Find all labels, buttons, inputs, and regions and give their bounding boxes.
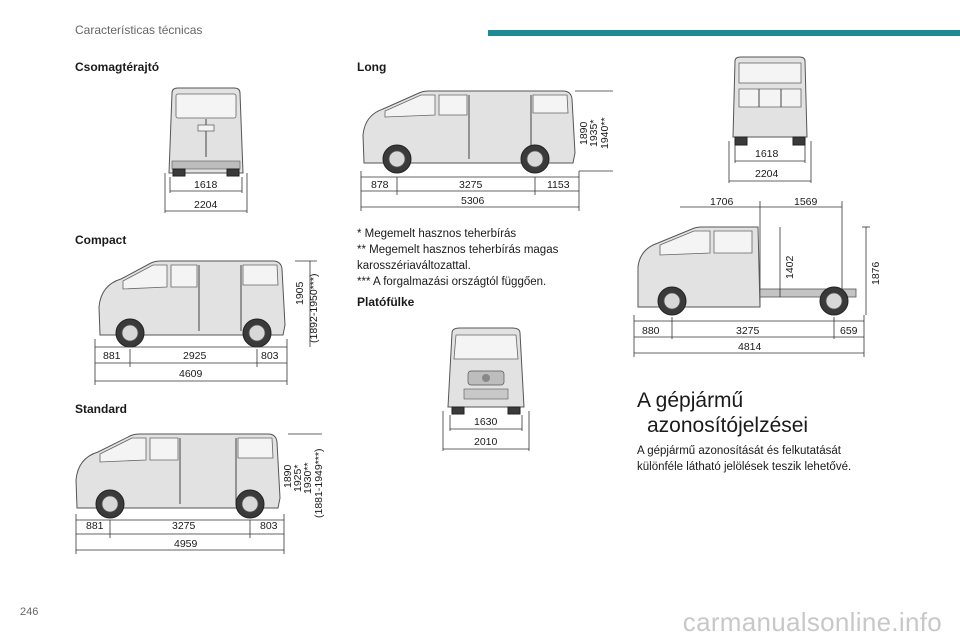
tailgate-diagram: 1618 2204 (164, 87, 248, 213)
chassis-length: 4814 (738, 341, 762, 353)
compact-title: Compact (75, 233, 127, 247)
standard-title: Standard (75, 402, 128, 416)
chassis-front-overhang: 880 (642, 325, 660, 337)
chassis-platform-height: 1402 (784, 255, 796, 279)
standard-front-overhang: 881 (86, 520, 104, 532)
compact-wheelbase: 2925 (183, 350, 207, 362)
identification-title-line1: A gépjármű (637, 389, 744, 412)
standard-rear-overhang: 803 (260, 520, 278, 532)
standard-van-diagram: 881 3275 803 4959 1890 1925* 1930** (188… (75, 433, 325, 554)
compact-front-overhang: 881 (103, 350, 121, 362)
platform-title: Platófülke (357, 295, 415, 309)
page-number: 246 (20, 606, 39, 618)
standard-length: 4959 (174, 538, 198, 550)
footnote-3: *** A forgalmazási országtól függően. (357, 276, 547, 288)
chassis-top-dim-2: 1569 (794, 196, 818, 208)
footnote-2: ** Megemelt hasznos teherbírás magas (357, 244, 559, 256)
chassis-wheelbase: 3275 (736, 325, 760, 337)
identification-title-line2: azonosítójelzései (647, 414, 809, 437)
compact-van-diagram: 881 2925 803 4609 1905 (1892-1950***) (94, 260, 320, 385)
compact-height-range: (1892-1950***) (308, 274, 320, 343)
compact-height: 1905 (294, 281, 306, 305)
standard-wheelbase: 3275 (172, 520, 196, 532)
chassis-cab-diagram: 1706 1569 1402 1876 880 3275 659 4814 (633, 196, 882, 357)
long-length: 5306 (461, 195, 485, 207)
chassis-top-dim-1: 1706 (710, 196, 734, 208)
compact-length: 4609 (179, 368, 203, 380)
compact-rear-overhang: 803 (261, 350, 279, 362)
tailgate-overall-width-label: 2204 (194, 199, 218, 211)
long-height-star: 1935* (588, 120, 600, 147)
standard-height-2star: 1930** (302, 462, 314, 494)
long-height-2star: 1940** (599, 117, 611, 149)
footnotes: * Megemelt hasznos teherbírás ** Megemel… (357, 226, 558, 290)
standard-height-range: (1881-1949***) (313, 449, 325, 518)
identification-body-line2: különféle látható jelölések teszik lehet… (637, 461, 852, 473)
footnote-2-cont: karosszériaváltozattal. (357, 260, 471, 272)
header-accent-bar (488, 30, 960, 36)
long-height: 1890 (578, 121, 590, 145)
chassis-rear-overhang: 659 (840, 325, 858, 337)
standard-height: 1890 (282, 464, 294, 488)
watermark: carmanualsonline.info (682, 607, 942, 637)
long-van-diagram: 878 3275 1153 5306 1890 1935* 1940** (360, 90, 613, 211)
long-rear-overhang: 1153 (547, 179, 570, 191)
identification-title: A gépjármű azonosítójelzései (637, 388, 808, 438)
long-title: Long (357, 60, 387, 74)
long-wheelbase: 3275 (459, 179, 483, 191)
platform-rear-diagram: 1618 2204 (728, 56, 812, 183)
platform-width-label: 1630 (474, 416, 498, 428)
long-front-overhang: 878 (371, 179, 389, 191)
tailgate-width-label: 1618 (194, 179, 218, 191)
identification-body: A gépjármű azonosítását és felkutatását … (637, 443, 851, 475)
platform-front-diagram: 1630 2010 (442, 327, 530, 451)
rear-overall-width-label: 2204 (755, 168, 779, 180)
header-section-title: Características técnicas (75, 23, 203, 37)
platform-overall-width-label: 2010 (474, 436, 498, 448)
tailgate-title: Csomagtérajtó (75, 60, 160, 74)
identification-body-line1: A gépjármű azonosítását és felkutatását (637, 445, 841, 457)
chassis-overall-height: 1876 (870, 261, 882, 285)
footnote-1: * Megemelt hasznos teherbírás (357, 228, 517, 240)
standard-height-star: 1925* (292, 465, 304, 492)
rear-width-label: 1618 (755, 148, 779, 160)
